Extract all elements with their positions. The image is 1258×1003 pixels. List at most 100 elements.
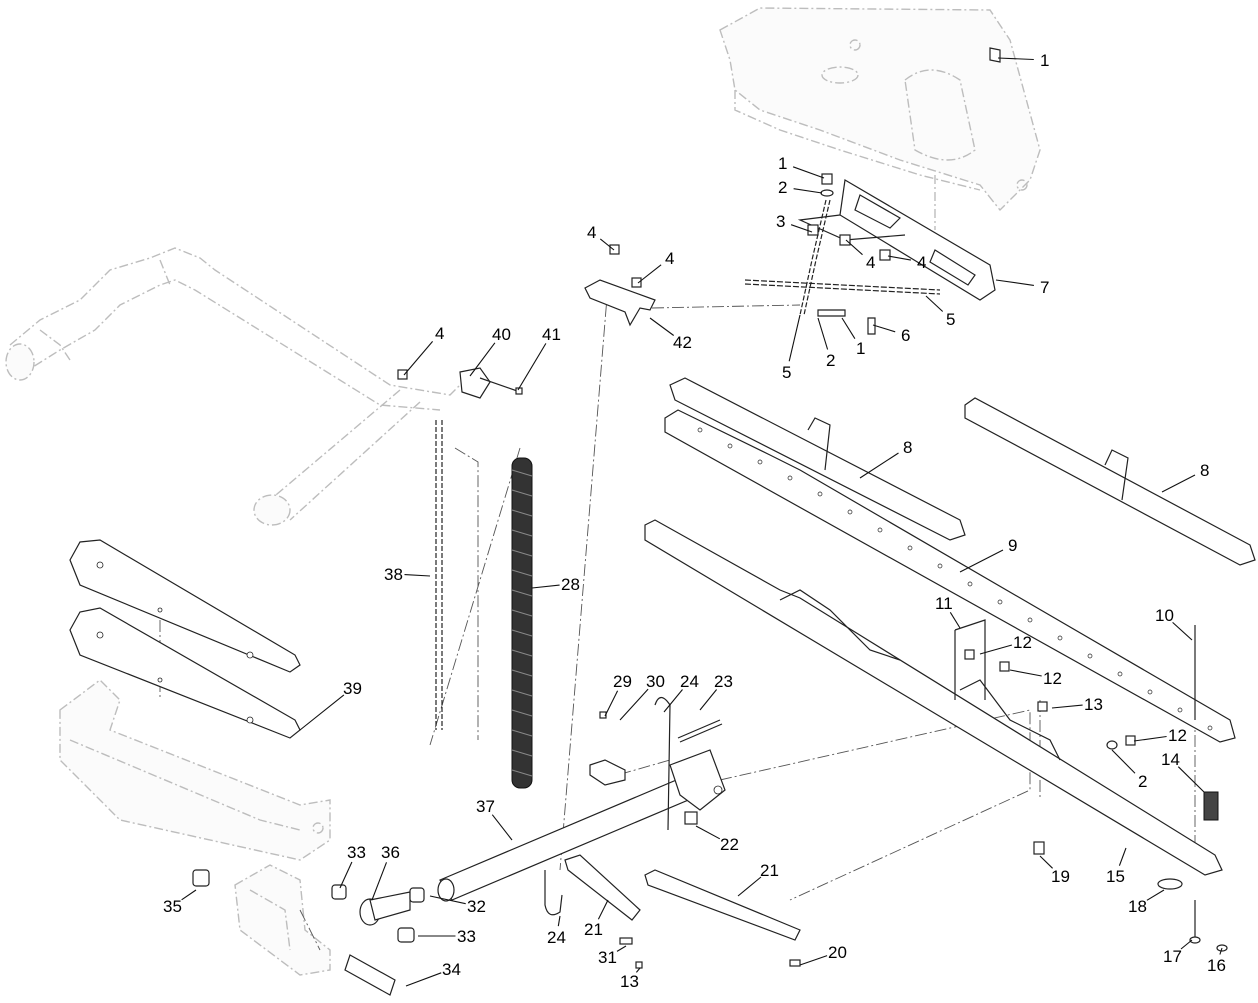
clevis-bracket	[397, 367, 523, 399]
leader-line	[635, 967, 641, 973]
callout-number: 30	[646, 672, 665, 691]
callout-number: 5	[946, 310, 955, 329]
callout-number: 10	[1155, 606, 1174, 625]
leader-line	[181, 889, 197, 901]
callout-12: 12	[979, 633, 1032, 655]
leader-line	[557, 915, 561, 927]
callout-number: 37	[476, 797, 495, 816]
callout-number: 3	[776, 212, 785, 231]
callout-number: 24	[547, 928, 566, 947]
spring-rod	[1194, 625, 1219, 821]
leader-line	[925, 295, 944, 312]
callout-38: 38	[384, 565, 431, 584]
leader-line	[1146, 889, 1165, 901]
callout-number: 2	[1138, 772, 1147, 791]
callout-number: 21	[584, 920, 603, 939]
callout-number: 41	[542, 325, 561, 344]
callout-11: 11	[935, 594, 961, 629]
leader-line	[599, 238, 615, 251]
lower-link-short	[564, 854, 641, 921]
ghost-handle-frame	[5, 247, 461, 526]
callout-23: 23	[699, 672, 733, 711]
leader-line	[1051, 704, 1083, 709]
callout-36: 36	[371, 843, 400, 901]
small-bracket	[589, 711, 626, 786]
callout-24: 24	[547, 915, 566, 947]
callout-12: 12	[1133, 726, 1187, 745]
leader-line	[299, 694, 345, 731]
leader-line	[695, 825, 721, 840]
lower-main-rail	[644, 519, 1223, 876]
callout-number: 6	[901, 326, 910, 345]
leader-line	[616, 945, 627, 952]
callout-number: 4	[917, 253, 926, 272]
callout-5: 5	[925, 295, 955, 329]
leader-line	[859, 452, 899, 479]
chain-horizontal	[744, 279, 941, 295]
callout-35: 35	[163, 889, 197, 916]
ghost-pivot-bracket	[234, 864, 331, 976]
callout-number: 20	[828, 943, 847, 962]
callout-number: 42	[673, 333, 692, 352]
leader-line	[699, 689, 718, 711]
callout-number: 1	[856, 339, 865, 358]
leader-line	[790, 224, 813, 233]
support-plate-left	[669, 377, 966, 541]
callout-number: 21	[760, 861, 779, 880]
leader-line	[1009, 669, 1042, 677]
callout-4: 4	[887, 253, 926, 272]
callout-number: 28	[561, 575, 580, 594]
leader-line	[1118, 847, 1127, 866]
callout-number: 31	[598, 948, 617, 967]
callout-number: 1	[778, 154, 787, 173]
leader-line	[793, 188, 823, 194]
leader-line	[491, 814, 513, 841]
lower-rod-hardware	[1157, 878, 1228, 952]
pivot-hardware	[192, 869, 425, 996]
leader-line	[517, 343, 547, 391]
callout-13: 13	[1051, 695, 1103, 714]
callout-number: 23	[714, 672, 733, 691]
callout-10: 10	[1155, 606, 1193, 641]
ghost-deck-housing	[719, 7, 1041, 230]
leader-line	[339, 861, 353, 889]
callout-32: 32	[429, 895, 486, 916]
callout-3: 3	[776, 212, 813, 233]
callout-number: 11	[935, 594, 953, 613]
leader-line	[799, 955, 828, 966]
callout-18: 18	[1128, 889, 1165, 916]
callout-33: 33	[418, 927, 476, 946]
callout-24: 24	[663, 672, 699, 713]
leader-line	[979, 644, 1013, 655]
callout-number: 9	[1008, 536, 1017, 555]
callout-number: 5	[782, 363, 791, 382]
leader-line	[1219, 947, 1223, 955]
callout-number: 22	[720, 835, 739, 854]
chain-vertical-short	[799, 199, 831, 316]
leader-line	[817, 317, 829, 350]
leader-line	[1177, 766, 1205, 793]
lower-link-long	[644, 869, 801, 941]
leader-line	[959, 549, 1004, 573]
callout-12: 12	[1009, 669, 1062, 688]
callout-number: 2	[778, 178, 787, 197]
misc-fasteners	[619, 649, 1136, 969]
perforated-rail	[664, 409, 1236, 743]
leader-line	[597, 899, 609, 920]
callout-number: 4	[665, 249, 674, 268]
leader-line	[788, 314, 801, 362]
callout-2: 2	[817, 317, 835, 370]
callout-33: 33	[339, 843, 366, 889]
callout-number: 32	[467, 897, 486, 916]
callout-number: 8	[903, 438, 912, 457]
callout-number: 15	[1106, 867, 1125, 886]
leader-line	[949, 612, 961, 629]
callout-4: 4	[845, 239, 875, 272]
callout-19: 19	[1039, 855, 1070, 886]
callout-number: 35	[163, 897, 182, 916]
callout-8: 8	[859, 438, 912, 479]
leader-line	[637, 264, 662, 284]
leader-line	[1133, 735, 1167, 742]
callout-number: 33	[347, 843, 366, 862]
